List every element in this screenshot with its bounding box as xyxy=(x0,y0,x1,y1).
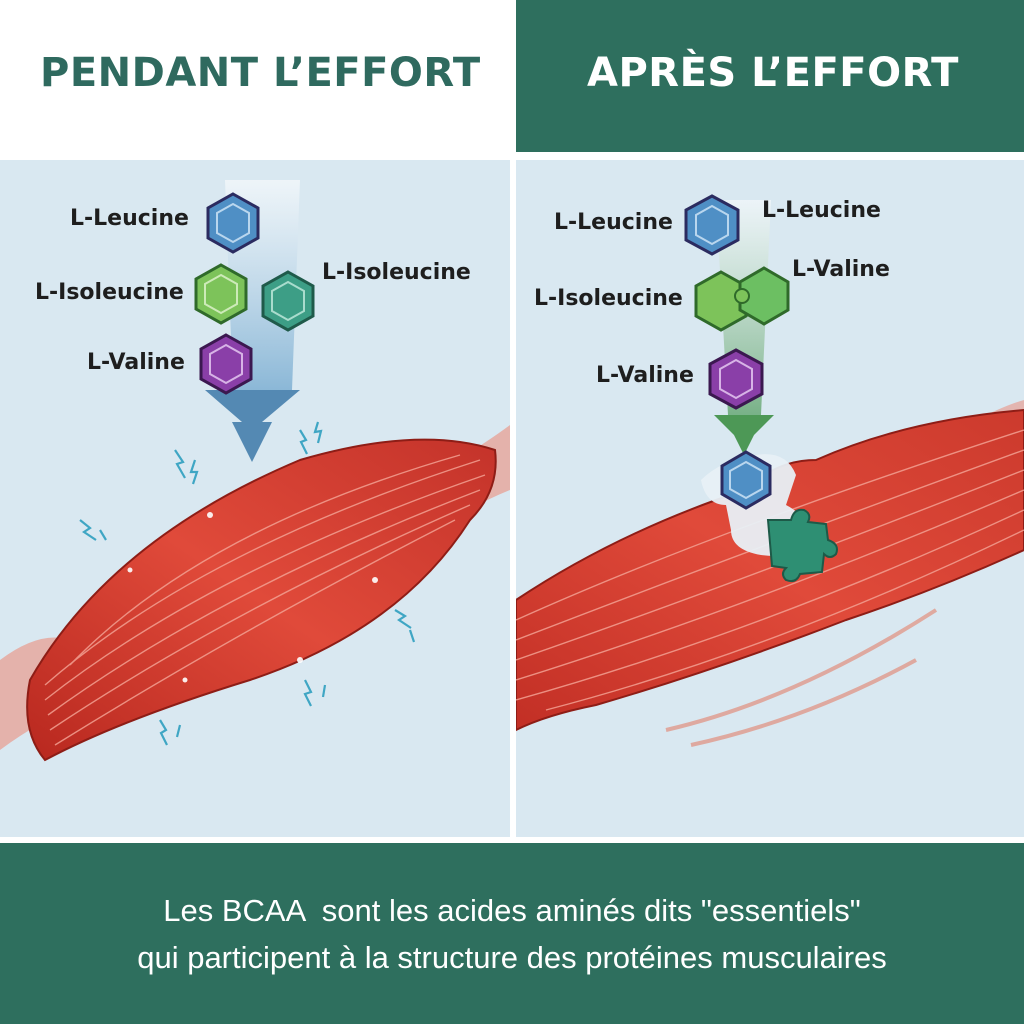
isoleucine-teal-hexagon-icon xyxy=(261,270,315,332)
title-apres-effort: APRÈS L’EFFORT xyxy=(587,50,959,96)
header-left-band xyxy=(0,0,514,156)
leucine-puzzle-piece-icon xyxy=(720,450,772,510)
muscle-fibers xyxy=(44,454,486,746)
teal-puzzle-piece-icon xyxy=(766,508,838,583)
label-isoleucine-right: L-Isoleucine xyxy=(322,260,471,285)
footer-band xyxy=(0,843,1024,1024)
during-effort-illustration xyxy=(0,180,510,762)
motion-lines xyxy=(665,608,938,747)
valine-hexagon-icon xyxy=(199,333,253,395)
muscle-strained xyxy=(26,438,497,762)
strain-droplets xyxy=(127,512,378,683)
valine-hexagon-icon xyxy=(708,348,764,410)
label-leucine: L-Leucine xyxy=(70,206,189,231)
leucine-hexagon-icon xyxy=(206,192,260,254)
label-valine: L-Valine xyxy=(596,363,694,388)
caption-line-1: Les BCAA sont les acides aminés dits "es… xyxy=(163,893,861,928)
header-right-band xyxy=(516,0,1024,152)
panel-during-effort: L-Leucine L-Isoleucine L-Isoleucine L-Va… xyxy=(0,160,510,837)
valine-puzzle-hexagon-icon xyxy=(734,266,790,326)
label-isoleucine: L-Isoleucine xyxy=(534,286,683,311)
title-pendant-effort: PENDANT L’EFFORT xyxy=(40,50,481,96)
label-leucine: L-Leucine xyxy=(554,210,673,235)
label-valine: L-Valine xyxy=(87,350,185,375)
caption-line-2: qui participent à la structure des proté… xyxy=(137,940,887,975)
isoleucine-hexagon-icon xyxy=(194,263,248,325)
down-arrow-icon xyxy=(714,415,774,455)
panel-after-effort: L-Leucine L-Leucine L-Isoleucine L-Valin… xyxy=(516,160,1024,837)
after-effort-illustration xyxy=(516,194,1024,747)
label-isoleucine: L-Isoleucine xyxy=(35,280,184,305)
label-leucine-right: L-Leucine xyxy=(762,198,881,223)
strain-spark-icons xyxy=(79,421,416,746)
leucine-hexagon-icon xyxy=(684,194,740,256)
down-arrow-icon xyxy=(205,390,300,462)
label-valine-right: L-Valine xyxy=(792,257,890,282)
